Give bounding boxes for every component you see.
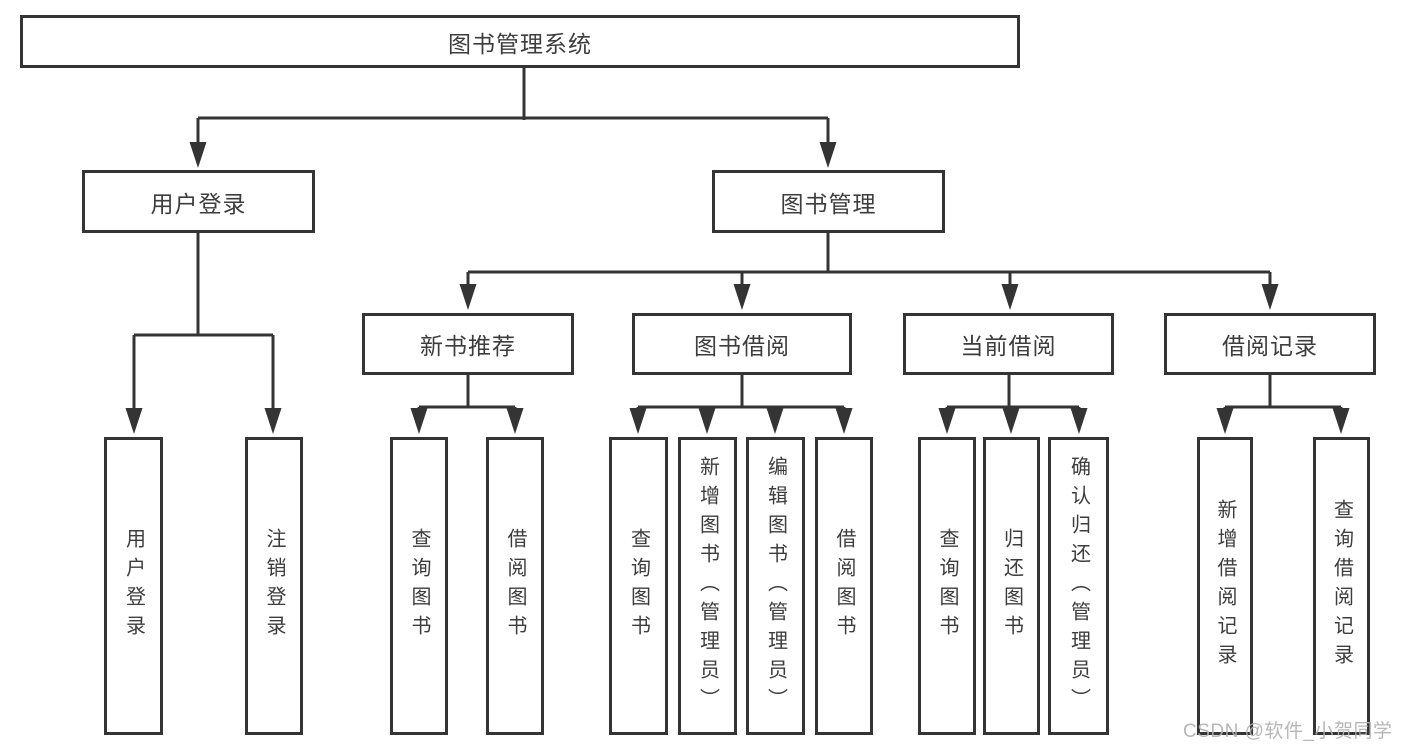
leaf-logout: 注销登录 [245, 437, 303, 735]
leaf-add-borrow-record: 新增借阅记录 [1197, 437, 1253, 735]
leaf-confirm-return-admin: 确认归还（管理员） [1048, 437, 1109, 735]
leaf-query-borrow-record: 查询借阅记录 [1313, 437, 1370, 735]
node-new-book-recommendation: 新书推荐 [362, 313, 574, 375]
arrowheads [125, 142, 1350, 434]
node-current-borrowing: 当前借阅 [903, 313, 1114, 375]
leaf-edit-books-admin: 编辑图书（管理员） [746, 437, 805, 735]
node-user-login: 用户登录 [82, 170, 315, 233]
leaf-borrow-books: 借阅图书 [815, 437, 873, 735]
leaf-return-books: 归还图书 [983, 437, 1040, 735]
leaf-query-books-recommend: 查询图书 [390, 437, 448, 735]
csdn-watermark: CSDN @软件_小贺同学 [1183, 721, 1393, 742]
leaf-query-books-current: 查询图书 [918, 437, 976, 735]
leaf-query-books-borrow: 查询图书 [609, 437, 668, 735]
node-book-borrowing: 图书借阅 [632, 313, 852, 375]
leaf-add-books-admin: 新增图书（管理员） [678, 437, 737, 735]
node-book-management: 图书管理 [712, 170, 945, 233]
leaf-user-login: 用户登录 [104, 437, 163, 735]
leaf-borrow-books-recommend: 借阅图书 [486, 437, 544, 735]
node-library-management-system: 图书管理系统 [20, 15, 1020, 68]
node-borrowing-records: 借阅记录 [1164, 313, 1376, 375]
